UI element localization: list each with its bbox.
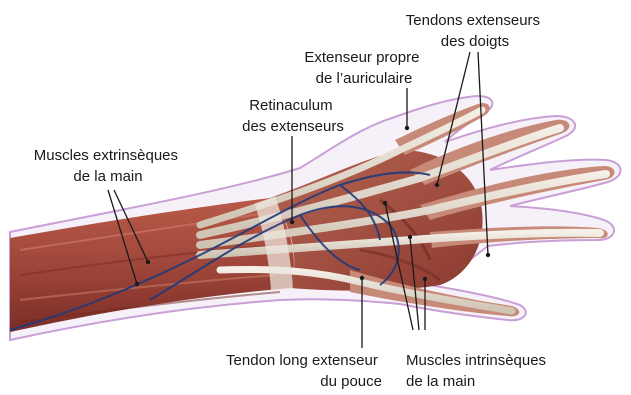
label-tendons-doigts: Tendons extenseurs des doigts [406, 12, 544, 50]
label-pouce-line2: du pouce [320, 373, 382, 390]
label-intrinseques: Muscles intrinsèques de la main [406, 352, 550, 390]
label-intrinseques-line1: Muscles intrinsèques [406, 352, 546, 369]
label-pouce-line1: Tendon long extenseur [226, 352, 378, 369]
label-retinaculum-line1: Retinaculum [249, 97, 332, 114]
label-extrinseques-line1: Muscles extrinsèques [34, 147, 178, 164]
label-tendons-doigts-line1: Tendons extenseurs [406, 12, 540, 29]
label-retinaculum-line2: des extenseurs [242, 118, 344, 135]
label-extrinseques-line2: de la main [73, 168, 142, 185]
label-intrinseques-line2: de la main [406, 373, 475, 390]
label-pouce: Tendon long extenseur du pouce [226, 352, 382, 390]
label-auriculaire-line2: de l’auriculaire [316, 70, 413, 87]
label-auriculaire-line1: Extenseur propre [304, 49, 419, 66]
label-auriculaire: Extenseur propre de l’auriculaire [304, 49, 423, 87]
label-retinaculum: Retinaculum des extenseurs [242, 97, 344, 135]
label-extrinseques: Muscles extrinsèques de la main [34, 147, 182, 185]
label-tendons-doigts-line2: des doigts [441, 33, 509, 50]
